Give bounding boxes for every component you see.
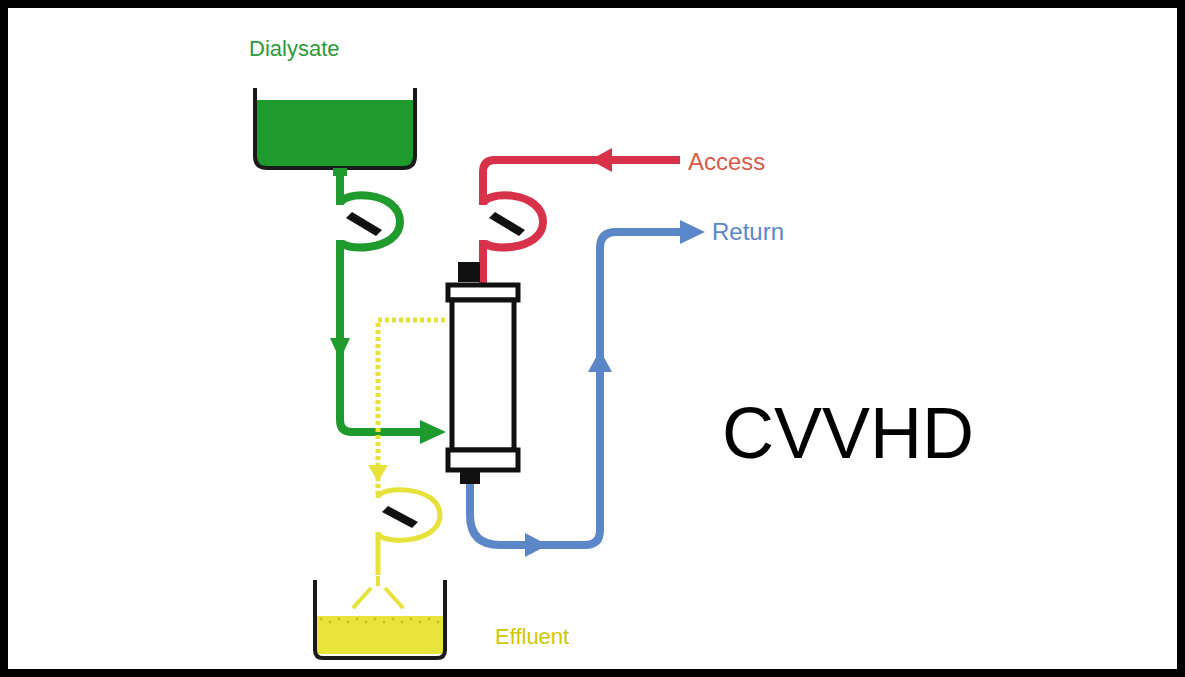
container-shape (305, 572, 455, 664)
hemofilter (448, 262, 518, 484)
flow-arrow (590, 148, 612, 172)
therapy-name: CVVHD (722, 392, 974, 474)
effluent-container: Effluent (305, 572, 579, 664)
line-label: Access (688, 148, 765, 176)
flow-arrow (525, 533, 548, 557)
line-label: Return (712, 218, 784, 246)
access-line (483, 160, 680, 285)
effluent-line (378, 320, 445, 575)
dialysate-bag: Dialysate (245, 36, 420, 176)
node-label: Dialysate (249, 36, 339, 62)
dialysate-line (340, 170, 432, 432)
flow-arrow (588, 350, 612, 372)
frame (4, 4, 1181, 673)
flow-arrow (368, 465, 388, 482)
node-label: Effluent (495, 624, 569, 650)
pump-roller (346, 212, 525, 528)
flow-arrow (680, 220, 705, 244)
flow-arrow (420, 420, 446, 444)
flow-arrow (330, 338, 350, 360)
